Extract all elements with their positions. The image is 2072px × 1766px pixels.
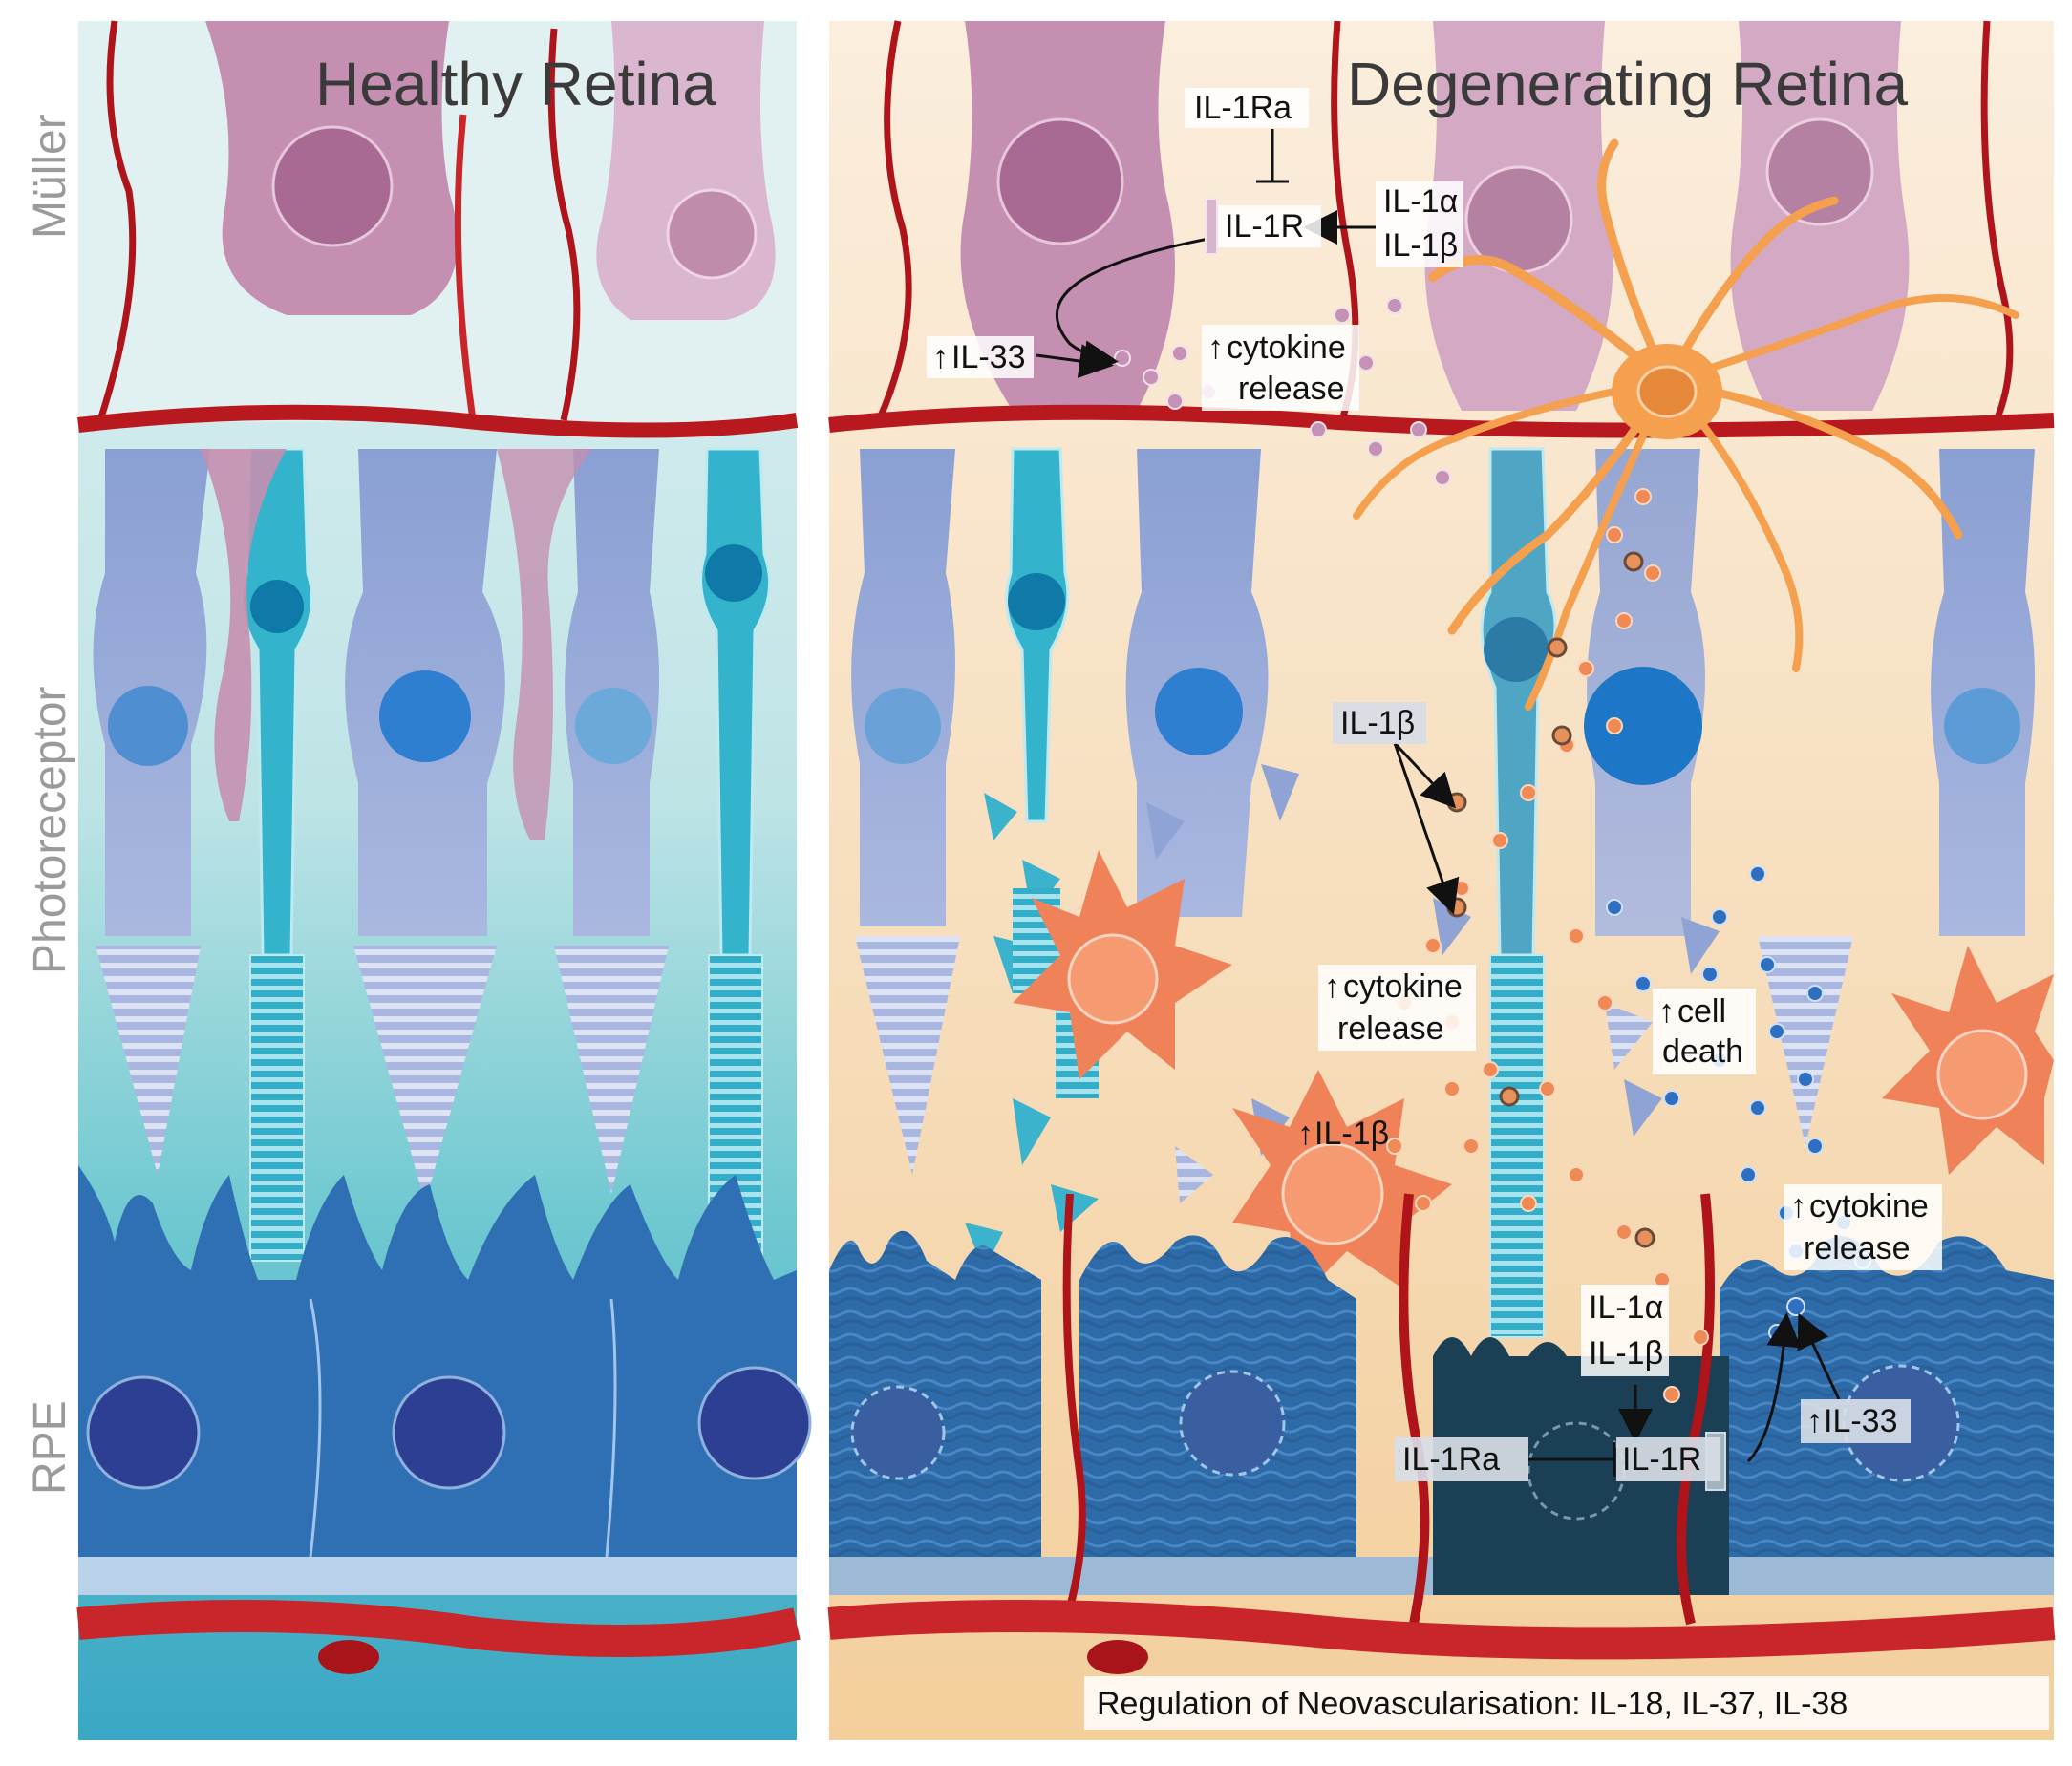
label-box-cell-death (1653, 989, 1756, 1074)
up-arrow-cytokine-right: ↑ (1790, 1188, 1806, 1224)
label-box-il1r-top (1218, 205, 1321, 247)
footer-box (1084, 1676, 2049, 1730)
label-box-il1ra-bottom (1395, 1437, 1528, 1481)
label-il1b-top: IL-1β (1383, 227, 1458, 264)
label-box-il1b-mid (1333, 702, 1426, 744)
healthy-vessel-2 (454, 114, 477, 421)
label-il33-top-text: IL-33 (951, 339, 1026, 375)
label-box-il33-bottom (1801, 1399, 1911, 1443)
label-box-il1a-il1b-top (1376, 181, 1463, 267)
label-box-cytokine-right (1784, 1184, 1942, 1270)
degen-choroid-vessel (827, 1600, 2056, 1660)
layer-label-photoreceptor: Photoreceptor (25, 686, 75, 974)
layer-label-muller: Müller (25, 114, 75, 239)
label-cell-death-1: cell (1677, 993, 1726, 1030)
up-arrow-cytokine-mid: ↑ (1324, 968, 1340, 1005)
healthy-muller-nucleus (271, 125, 394, 247)
label-box-cytokine-top (1202, 325, 1359, 411)
healthy-panel (76, 20, 812, 1740)
footer-neovascularisation: Regulation of Neovascularisation: IL-18,… (1097, 1686, 1848, 1722)
healthy-muller-process-2 (497, 449, 592, 840)
label-cytokine-right-1: cytokine (1809, 1188, 1929, 1224)
healthy-cones (241, 447, 772, 1331)
degen-neovessel-3 (1061, 1193, 1086, 1626)
healthy-title: Healthy Retina (315, 50, 716, 118)
degen-choroid-vessel-section (1087, 1640, 1148, 1674)
healthy-vessel-1 (96, 20, 137, 422)
degen-vessel-horizontal (828, 404, 2055, 438)
healthy-muller-process (201, 449, 287, 821)
degen-cones (1005, 447, 1557, 1338)
label-cytokine-top-2: release (1238, 371, 1345, 407)
label-box-cytokine-mid (1318, 965, 1476, 1051)
up-arrow-il1b-micro: ↑ (1297, 1116, 1314, 1152)
label-il1b-micro: IL-1β (1314, 1116, 1389, 1152)
cytokine-dots-pink (1114, 297, 1451, 486)
label-il1r-top: IL-1R (1225, 208, 1304, 245)
label-cytokine-top-1: cytokine (1227, 330, 1346, 366)
layer-labels: Müller Photoreceptor RPE (25, 114, 75, 1495)
label-cytokine-mid-2: release (1337, 1011, 1444, 1047)
label-il1ra-top: IL-1Ra (1194, 90, 1292, 126)
healthy-choroid-vessel-section (318, 1640, 379, 1674)
signal-arrows (1036, 129, 1841, 1477)
macrophage-left (1013, 850, 1232, 1079)
degen-rods (851, 449, 2035, 1175)
healthy-muller-nucleus-2 (666, 188, 758, 280)
degen-muller-nucleus-1 (996, 117, 1124, 245)
layer-label-rpe: RPE (25, 1400, 75, 1495)
healthy-rpe (78, 1165, 812, 1595)
label-cytokine-mid-1: cytokine (1343, 968, 1463, 1005)
degenerating-panel (827, 20, 2056, 1740)
microglia-nucleus (1636, 365, 1698, 418)
degen-vessel-1 (875, 20, 912, 422)
label-il1b-bottom: IL-1β (1589, 1335, 1663, 1372)
label-il33-top: ↑ (932, 339, 949, 375)
degenerating-title: Degenerating Retina (1347, 50, 1908, 118)
up-arrow-il33-bottom: ↑ (1806, 1403, 1823, 1439)
label-box-il1a-il1b-bottom (1581, 1285, 1669, 1376)
label-box-il1ra-top (1185, 88, 1309, 128)
healthy-choroid-vessel (76, 1600, 801, 1657)
label-il1b-mid: IL-1β (1340, 705, 1415, 741)
up-arrow-cell-death: ↑ (1658, 993, 1675, 1030)
label-cell-death-2: death (1662, 1033, 1743, 1070)
macrophage-middle (1232, 1070, 1452, 1299)
receptor-top (1205, 198, 1218, 255)
label-il1a-bottom: IL-1α (1589, 1289, 1663, 1326)
healthy-vessel-3 (547, 28, 581, 421)
macrophage-right (1882, 946, 2054, 1175)
label-box-il1r-bottom (1616, 1437, 1720, 1481)
healthy-vessel-horizontal (77, 404, 799, 438)
up-arrow-cytokine-top: ↑ (1207, 330, 1224, 366)
label-cytokine-right-2: release (1804, 1230, 1911, 1266)
label-il1r-bottom: IL-1R (1622, 1441, 1701, 1478)
healthy-rods (93, 449, 669, 1203)
label-il1a-top: IL-1α (1383, 183, 1458, 220)
label-il1ra-bottom: IL-1Ra (1402, 1441, 1500, 1478)
degen-vessel-3 (1980, 20, 2014, 422)
label-il33-bottom: IL-33 (1824, 1403, 1898, 1439)
label-box-il33-top (927, 336, 1034, 378)
degen-muller-nucleus-3 (1765, 117, 1874, 226)
